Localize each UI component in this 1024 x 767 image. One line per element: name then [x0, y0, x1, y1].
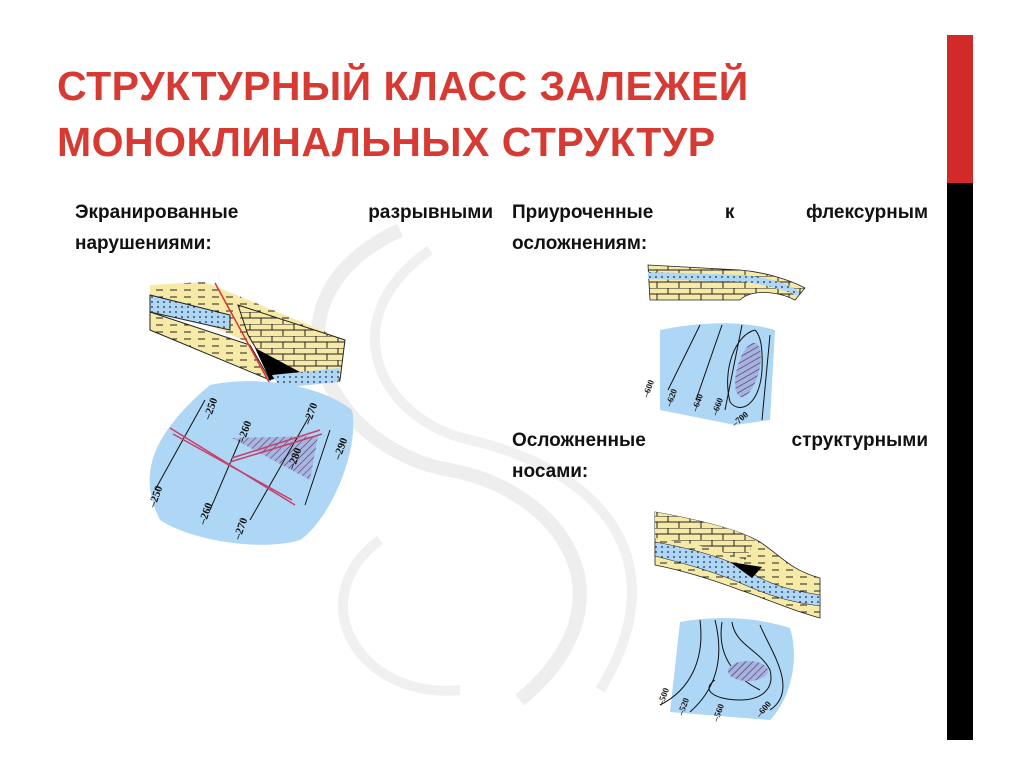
caption-line-1: Приуроченные к флексурным [512, 202, 928, 223]
caption-line-2: носами: [512, 461, 589, 482]
caption-line-1: Экранированные разрывными [75, 202, 493, 223]
accent-bar-red [947, 35, 973, 183]
contour-label: –500 [655, 686, 671, 708]
accent-bar-black [947, 183, 973, 740]
caption-line-1: Осложненные структурными [512, 430, 928, 451]
title-line-1: СТРУКТУРНЫЙ КЛАСС ЗАЛЕЖЕЙ [57, 63, 749, 109]
caption-structural-noses: Осложненные структурными носами: [512, 425, 928, 487]
structural-nose-diagram: –500 –520 –560 –600 [654, 511, 821, 724]
caption-line-2: нарушениями: [75, 233, 212, 254]
fault-screened-diagram: –250 –260 –270 –280 –290 –250 –260 –270 [146, 282, 354, 545]
title-line-2: МОНОКЛИНАЛЬНЫХ СТРУКТУР [57, 119, 716, 165]
contour-label: –600 [640, 378, 656, 400]
slide-title: СТРУКТУРНЫЙ КЛАСС ЗАЛЕЖЕЙ МОНОКЛИНАЛЬНЫХ… [57, 58, 937, 170]
caption-fault-screened: Экранированные разрывными нарушениями: [75, 197, 493, 259]
flexure-diagram: –600 –620 –640 –660 –700 [640, 264, 806, 429]
caption-flexure: Приуроченные к флексурным осложнениям: [512, 197, 928, 259]
caption-line-2: осложнениям: [512, 233, 648, 254]
